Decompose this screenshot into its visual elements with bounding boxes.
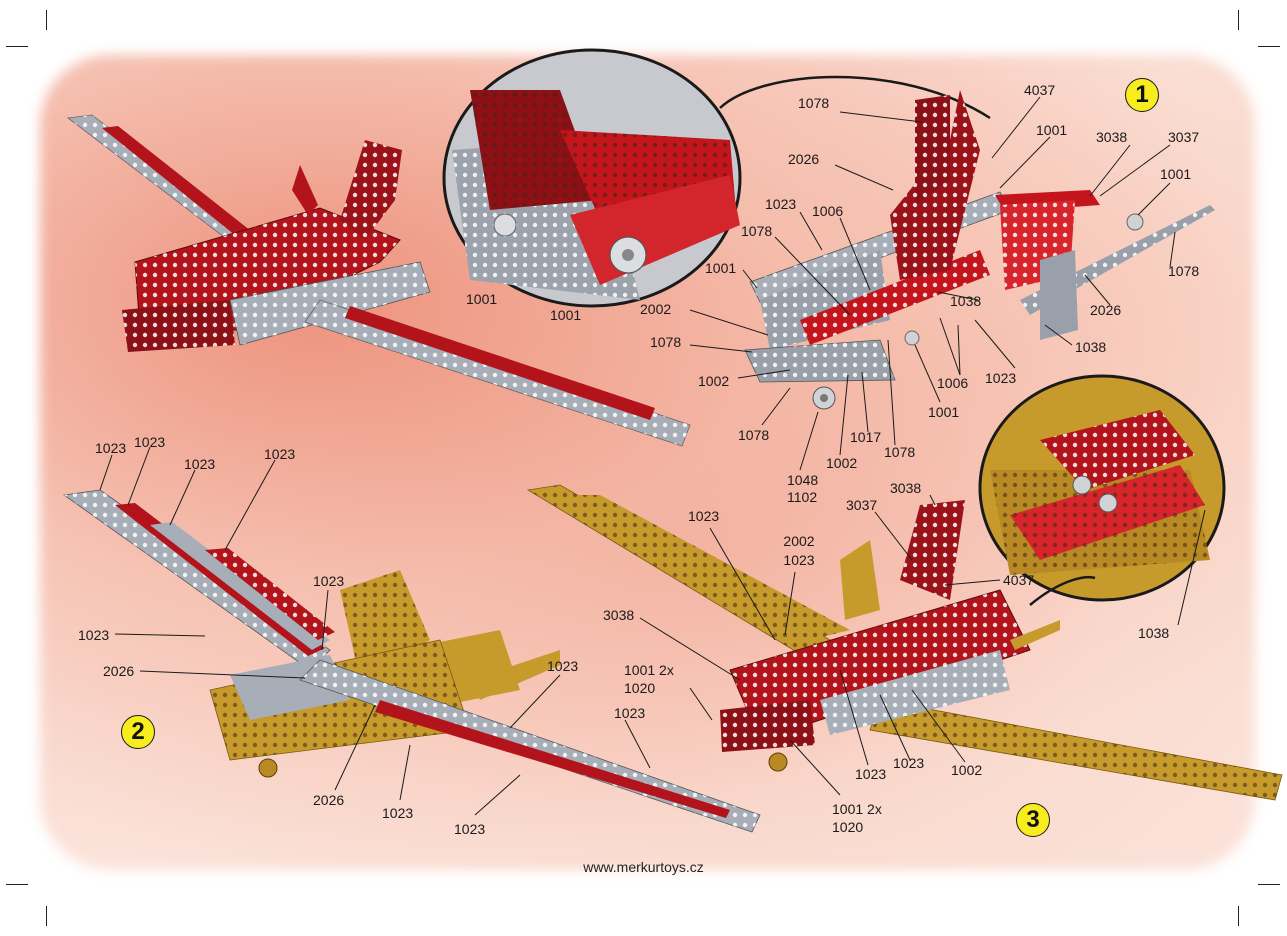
step-badge-2: 2 — [121, 715, 155, 749]
part-label: 1078 — [650, 334, 682, 350]
part-label: 3038 — [1096, 129, 1128, 145]
part-label: 1023 — [95, 440, 127, 456]
step-badge-3: 3 — [1016, 803, 1050, 837]
crop-mark — [1238, 10, 1239, 30]
part-label: 1001 — [550, 307, 582, 323]
part-label: 1023 — [893, 755, 925, 771]
plane-step2 — [62, 446, 761, 833]
part-label: 3038 — [603, 607, 635, 623]
part-label: 1023 — [688, 508, 720, 524]
part-label: 2026 — [788, 151, 820, 167]
detail-zoom-1 — [442, 48, 991, 308]
part-label: 4037 — [1024, 82, 1056, 98]
part-label: 2002 — [640, 301, 672, 317]
part-label: 4037 — [1003, 572, 1035, 588]
part-label: 1023 — [78, 627, 110, 643]
part-label: 1023 — [454, 821, 486, 837]
part-label: 2002 — [783, 533, 815, 549]
part-label: 1023 — [184, 456, 216, 472]
crop-mark — [1238, 906, 1239, 926]
part-label: 1023 — [765, 196, 797, 212]
part-label: 2026 — [313, 792, 345, 808]
part-label: 1038 — [1075, 339, 1107, 355]
part-label: 1001 — [1160, 166, 1192, 182]
crop-mark — [1258, 46, 1280, 47]
part-label: 1078 — [738, 427, 770, 443]
part-label: 1078 — [798, 95, 830, 111]
part-label: 1001 — [1036, 122, 1068, 138]
plane-top-left — [66, 114, 691, 447]
plane-step3 — [526, 484, 1283, 801]
part-label: 1023 — [547, 658, 579, 674]
part-label: 2026 — [103, 663, 135, 679]
part-label: 1102 — [787, 489, 818, 505]
part-label: 1002 — [826, 455, 858, 471]
part-label: 1078 — [1168, 263, 1200, 279]
part-label: 1038 — [950, 293, 982, 309]
part-label: 1017 — [850, 429, 882, 445]
part-label: 1048 — [787, 472, 819, 488]
part-label: 1001 — [928, 404, 960, 420]
part-label: 1023 — [134, 434, 166, 450]
part-label: 1020 — [832, 819, 864, 835]
part-label: 1023 — [313, 573, 345, 589]
part-label: 1002 — [951, 762, 983, 778]
part-label: 3037 — [846, 497, 878, 513]
part-label: 1023 — [855, 766, 887, 782]
part-label: 1006 — [812, 203, 844, 219]
part-label: 1001 — [466, 291, 498, 307]
part-label: 1023 — [382, 805, 414, 821]
part-label: 2026 — [1090, 302, 1122, 318]
crop-mark — [46, 906, 47, 926]
part-label: 1023 — [783, 552, 815, 568]
website-url: www.merkurtoys.cz — [583, 859, 704, 875]
step-badge-1: 1 — [1125, 78, 1159, 112]
detail-zoom-2 — [978, 374, 1226, 626]
crop-mark — [46, 10, 47, 30]
part-label: 1023 — [614, 705, 646, 721]
crop-mark — [6, 884, 28, 885]
part-label: 1020 — [624, 680, 656, 696]
part-label: 1001 2x — [832, 801, 882, 817]
part-label: 1023 — [264, 446, 296, 462]
part-label: 1001 — [705, 260, 737, 276]
part-label: 1023 — [985, 370, 1017, 386]
part-label: 3038 — [890, 480, 922, 496]
part-label: 1001 2x — [624, 662, 674, 678]
part-label: 1002 — [698, 373, 730, 389]
crop-mark — [6, 46, 28, 47]
step1-assembly — [689, 90, 1215, 471]
part-label: 3037 — [1168, 129, 1200, 145]
crop-mark — [1258, 884, 1280, 885]
part-label: 1006 — [937, 375, 969, 391]
part-label: 1078 — [884, 444, 916, 460]
part-label: 1078 — [741, 223, 773, 239]
part-label: 1038 — [1138, 625, 1170, 641]
